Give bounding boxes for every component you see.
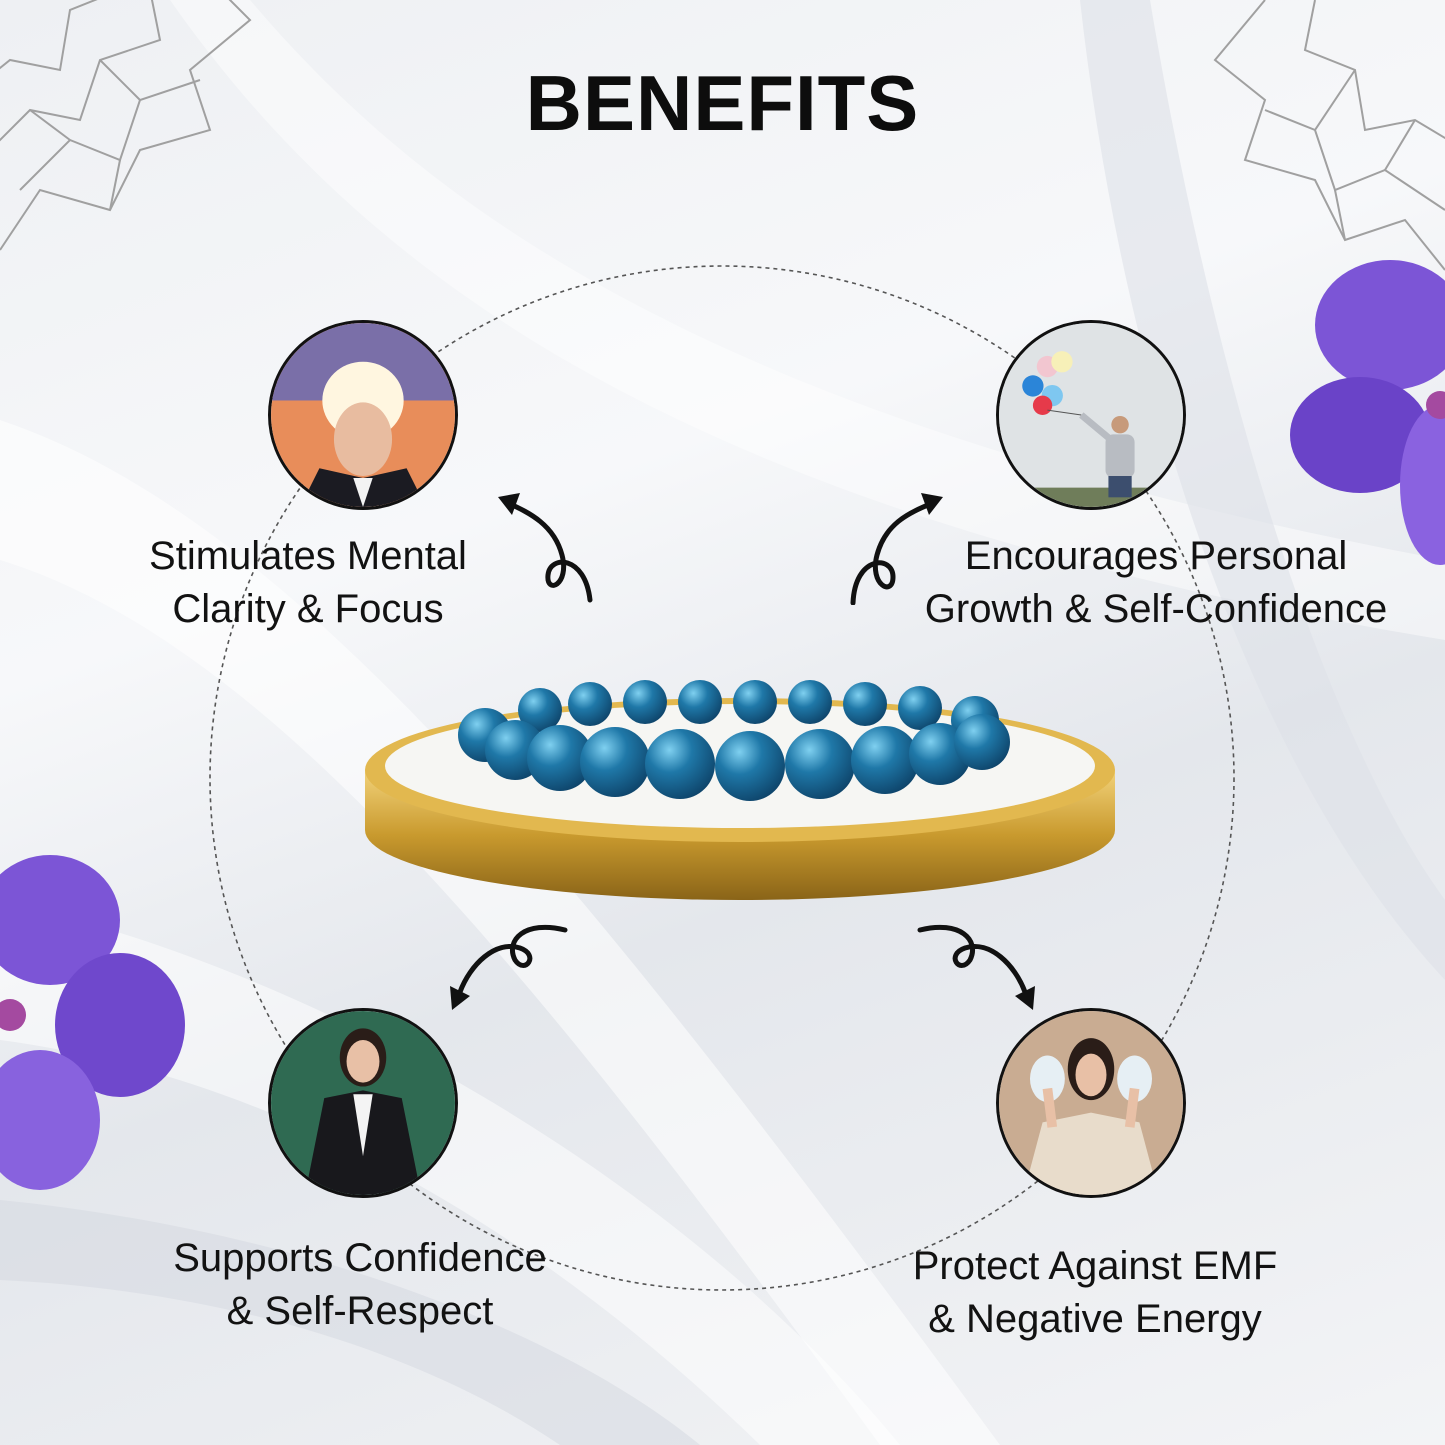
meditating-woman-energy-photo xyxy=(999,1011,1183,1195)
purple-flower-left-decoration xyxy=(0,855,185,1190)
benefit-2-photo xyxy=(996,320,1186,510)
benefit-3-line2: & Self-Respect xyxy=(226,1289,494,1333)
benefit-4-line1: Protect Against EMF xyxy=(912,1244,1278,1288)
benefit-3-line1: Supports Confidence xyxy=(173,1236,547,1280)
curly-arrow-bottom-left xyxy=(450,924,568,1010)
page-title: BENEFITS xyxy=(525,59,920,147)
benefit-3-label: Supports Confidence & Self-Respect xyxy=(140,1232,580,1338)
smiling-businesswoman-photo xyxy=(271,1011,455,1195)
purple-flower-right-decoration xyxy=(1290,260,1445,565)
blue-apatite-bead-bracelet xyxy=(458,680,1010,801)
mandala-top-right-decoration xyxy=(1213,0,1445,271)
curly-arrow-top-left xyxy=(498,493,593,603)
product-bracelet-on-gold-stand xyxy=(365,680,1115,900)
benefit-1-line2: Clarity & Focus xyxy=(172,587,444,631)
benefit-1-label: Stimulates Mental Clarity & Focus xyxy=(108,530,508,636)
curly-arrow-bottom-right xyxy=(917,924,1035,1010)
benefit-1-line1: Stimulates Mental xyxy=(149,534,467,578)
man-with-balloons-photo xyxy=(999,323,1183,507)
mandala-top-left-decoration xyxy=(0,0,252,251)
benefit-4-photo xyxy=(996,1008,1186,1198)
benefit-2-line2: Growth & Self-Confidence xyxy=(924,587,1388,631)
curly-arrow-top-right xyxy=(850,493,943,605)
benefit-2-label: Encourages Personal Growth & Self-Confid… xyxy=(896,530,1416,636)
benefit-4-line2: & Negative Energy xyxy=(928,1297,1262,1341)
benefit-2-line1: Encourages Personal xyxy=(964,534,1348,578)
benefit-3-photo xyxy=(268,1008,458,1198)
woman-mental-clarity-photo xyxy=(271,323,455,507)
benefit-4-label: Protect Against EMF & Negative Energy xyxy=(870,1240,1320,1346)
benefit-1-photo xyxy=(268,320,458,510)
